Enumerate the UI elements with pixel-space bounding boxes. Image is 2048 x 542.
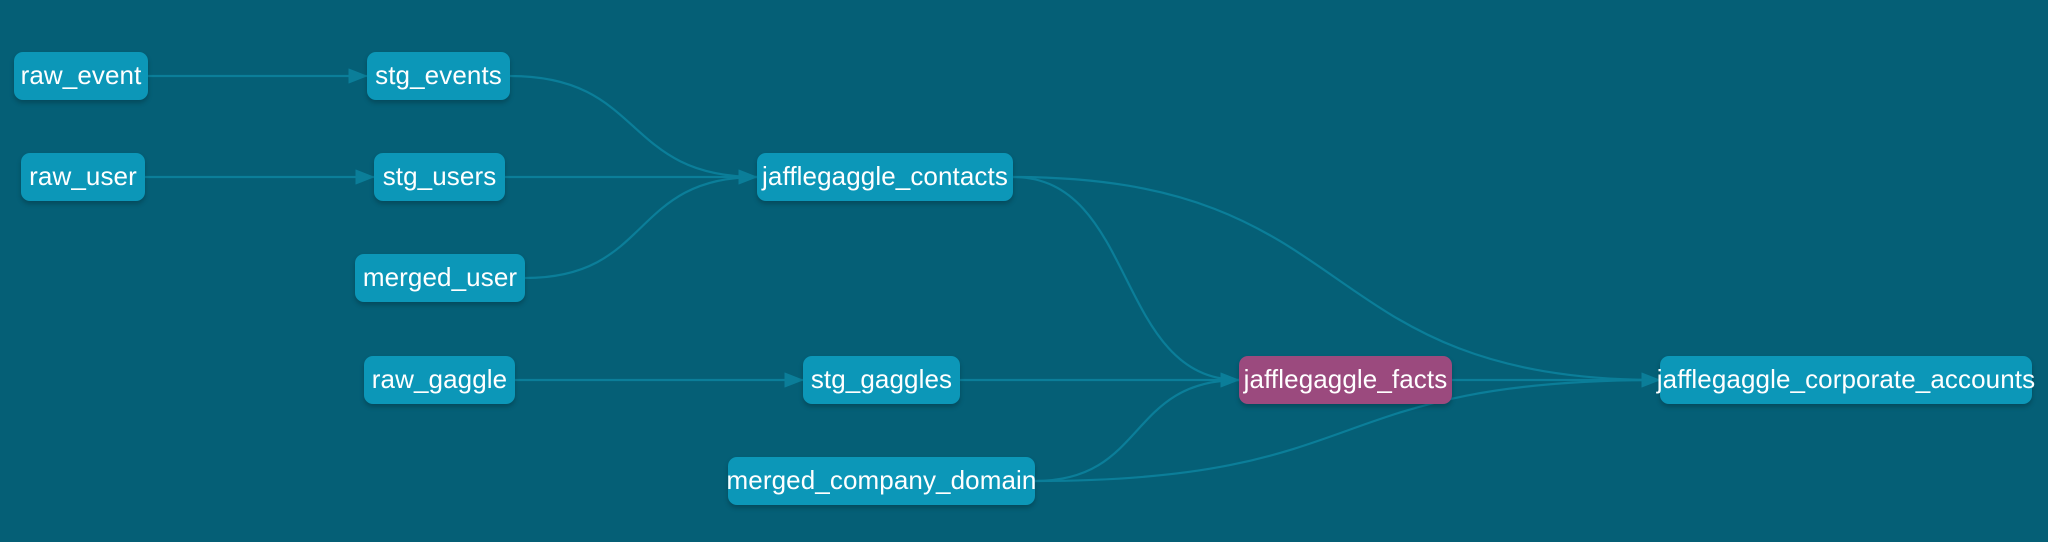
graph-node-jafflegaggle_facts[interactable]: jafflegaggle_facts bbox=[1239, 356, 1452, 404]
graph-node-label: raw_event bbox=[20, 60, 142, 90]
graph-node-label: stg_events bbox=[375, 60, 502, 90]
graph-node-label: raw_user bbox=[29, 161, 137, 191]
graph-node-label: stg_gaggles bbox=[810, 364, 953, 394]
graph-node-label: merged_company_domain bbox=[726, 465, 1037, 495]
graph-node-raw_gaggle[interactable]: raw_gaggle bbox=[364, 356, 515, 404]
graph-node-raw_user[interactable]: raw_user bbox=[21, 153, 145, 201]
graph-node-label: raw_gaggle bbox=[371, 364, 508, 394]
graph-node-stg_users[interactable]: stg_users bbox=[374, 153, 505, 201]
graph-node-stg_events[interactable]: stg_events bbox=[367, 52, 510, 100]
graph-node-label: jafflegaggle_facts bbox=[1243, 364, 1448, 394]
graph-node-raw_event[interactable]: raw_event bbox=[14, 52, 148, 100]
graph-node-label: merged_user bbox=[362, 262, 518, 292]
graph-node-jafflegaggle_corporate_accounts[interactable]: jafflegaggle_corporate_accounts bbox=[1656, 356, 2036, 404]
graph-node-label: stg_users bbox=[382, 161, 497, 191]
graph-node-merged_user[interactable]: merged_user bbox=[355, 254, 525, 302]
graph-node-jafflegaggle_contacts[interactable]: jafflegaggle_contacts bbox=[757, 153, 1013, 201]
graph-node-stg_gaggles[interactable]: stg_gaggles bbox=[803, 356, 960, 404]
graph-node-label: jafflegaggle_corporate_accounts bbox=[1656, 364, 2036, 394]
graph-node-merged_company_domain[interactable]: merged_company_domain bbox=[726, 457, 1037, 505]
graph-node-label: jafflegaggle_contacts bbox=[762, 161, 1008, 191]
